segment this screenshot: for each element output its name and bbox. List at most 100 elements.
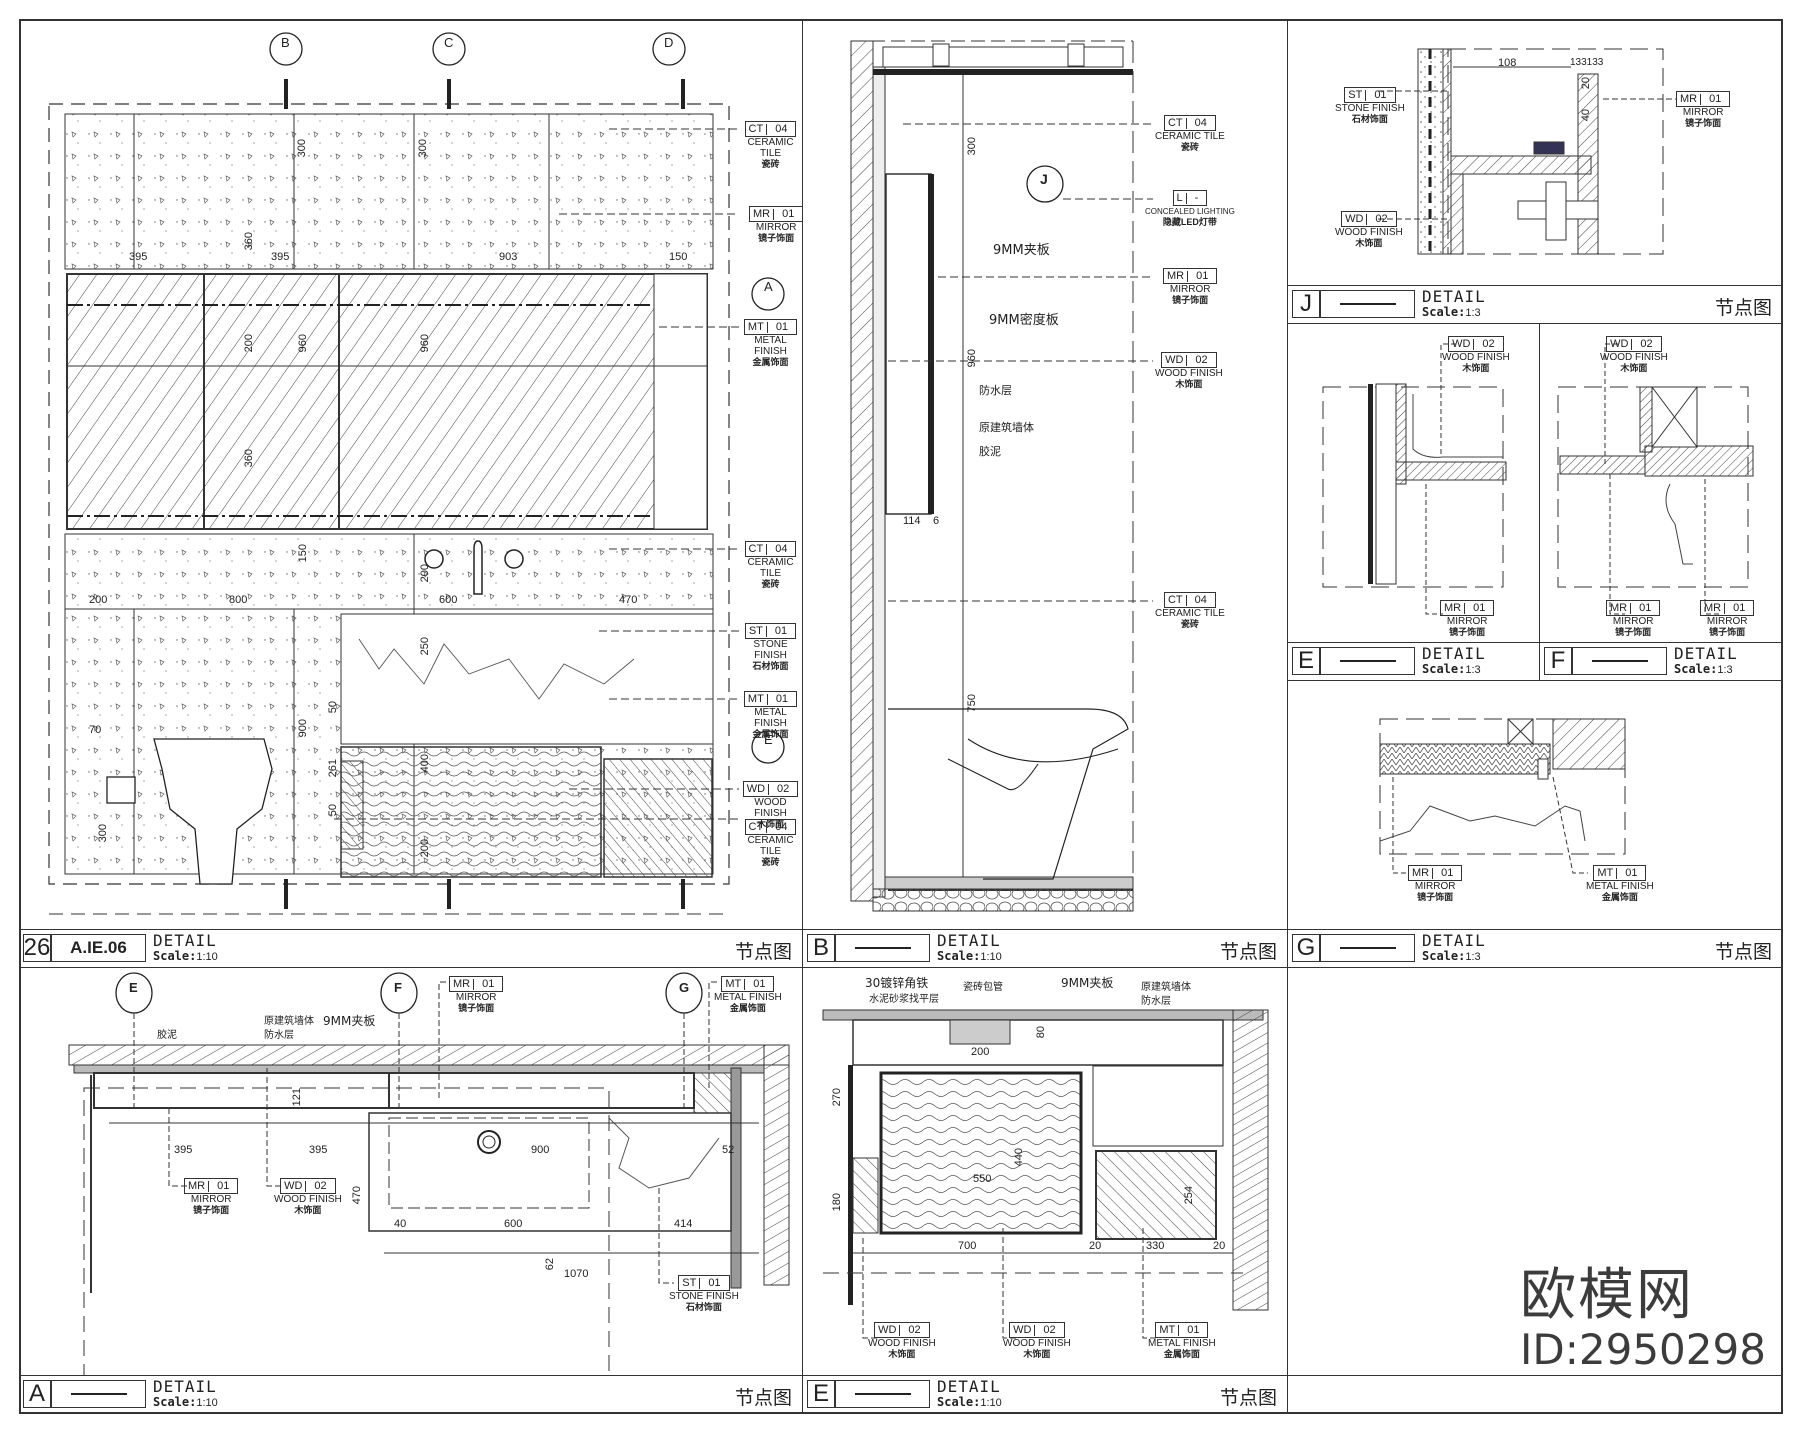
dim: 330 xyxy=(1146,1240,1165,1252)
detail-cn-label: 节点图 xyxy=(1219,941,1277,963)
dim: 133133 xyxy=(1570,57,1604,68)
marker-d-letter: D xyxy=(664,35,674,50)
sheet-reference: A.IE.06 xyxy=(51,934,146,962)
detail-label: DETAIL xyxy=(1674,644,1738,663)
detail-label: DETAIL xyxy=(153,1377,217,1396)
dim: 270 xyxy=(831,1088,843,1107)
dim: 960 xyxy=(966,349,978,368)
annotation: 胶泥 xyxy=(157,1030,177,1041)
scale-label: Scale:1:10 xyxy=(153,949,218,963)
dim: 470 xyxy=(619,594,638,606)
detail-label: DETAIL xyxy=(937,931,1001,950)
scale-label: Scale:1:3 xyxy=(1422,949,1481,963)
sheet-reference xyxy=(1320,647,1415,675)
dim: 150 xyxy=(669,251,688,263)
marker-e-letter: E xyxy=(764,732,773,747)
dim: 114 xyxy=(903,515,921,527)
sheet-reference xyxy=(835,1380,930,1408)
detail-f-drawing xyxy=(1557,343,1754,615)
annotation: 9MM夹板 xyxy=(993,243,1050,258)
dim: 6 xyxy=(933,515,940,527)
scale-label: Scale:1:10 xyxy=(153,1395,218,1409)
dim: 300 xyxy=(296,139,308,158)
dim: 300 xyxy=(966,137,978,156)
annotation: 防水层 xyxy=(264,1030,294,1041)
detail-g-drawing xyxy=(1379,718,1626,874)
detail-id: J xyxy=(1292,290,1320,318)
detail-id: E xyxy=(1292,647,1320,675)
dim: 960 xyxy=(297,334,309,353)
sheet-reference xyxy=(1572,647,1667,675)
detail-cn-label: 节点图 xyxy=(1714,941,1772,963)
detail-e-drawing xyxy=(1322,343,1507,615)
annotation: 原建筑墙体 xyxy=(979,421,1034,434)
marker-g-letter: G xyxy=(679,980,690,995)
dim: 108 xyxy=(1498,57,1517,69)
panel-detail-b: J 300 960 750 114 6 9MM夹板 9MM密度板 防水层 原建筑… xyxy=(803,19,1288,968)
detail-id: B xyxy=(807,934,835,962)
annotation: 9MM夹板 xyxy=(1061,976,1114,990)
detail-id: A xyxy=(23,1380,51,1408)
dim: 1070 xyxy=(564,1268,589,1280)
dim: 20 xyxy=(1089,1240,1102,1252)
title-bar: G DETAIL Scale:1:3 节点图 xyxy=(1288,929,1782,967)
panel-detail-a: E F G 胶泥 原建筑墙体 9MM夹板 防水层 395 395 900 121… xyxy=(19,968,803,1414)
detail-label: DETAIL xyxy=(1422,644,1486,663)
detail-cn-label: 节点图 xyxy=(734,1387,792,1409)
dim: 20 xyxy=(1580,77,1592,90)
section-b-drawing xyxy=(850,40,1153,912)
dim: 600 xyxy=(439,594,458,606)
dim: 360 xyxy=(243,449,255,468)
annotation: 30镀锌角铁 xyxy=(865,976,929,990)
dim: 903 xyxy=(499,251,518,263)
dim: 200 xyxy=(971,1046,990,1058)
scale-label: Scale:1:3 xyxy=(1422,305,1481,319)
detail-id: F xyxy=(1544,647,1572,675)
scale-label: Scale:1:10 xyxy=(937,949,1002,963)
drawing-number: 26 xyxy=(23,934,51,962)
dim: 200 xyxy=(419,564,431,583)
dim: 80 xyxy=(1035,1026,1047,1039)
detail-cn-label: 节点图 xyxy=(734,941,792,963)
detail-label: DETAIL xyxy=(937,1377,1001,1396)
annotation: 胶泥 xyxy=(979,445,1001,458)
annotation: 9MM夹板 xyxy=(323,1014,376,1028)
scale-label: Scale:1:10 xyxy=(937,1395,1002,1409)
dim: 414 xyxy=(674,1218,693,1230)
detail-cn-label: 节点图 xyxy=(1219,1387,1277,1409)
sheet-reference xyxy=(1320,934,1415,962)
dim: 150 xyxy=(297,544,309,563)
marker-f-letter: F xyxy=(394,980,402,995)
dim: 550 xyxy=(973,1173,992,1185)
dim: 200 xyxy=(243,334,255,353)
panel-detail-e-large: 30镀锌角铁 水泥砂浆找平层 瓷砖包管 9MM夹板 原建筑墙体 防水层 200 … xyxy=(803,968,1288,1414)
dim: 250 xyxy=(419,637,431,656)
dim: 50 xyxy=(327,701,339,714)
scale-label: Scale:1:3 xyxy=(1422,662,1481,676)
dim: 261 xyxy=(327,759,339,778)
detail-j-drawing xyxy=(1378,48,1676,255)
dim: 395 xyxy=(309,1144,328,1156)
annotation: 原建筑墙体 xyxy=(1141,982,1191,993)
detail-label: DETAIL xyxy=(1422,931,1486,950)
sheet-reference xyxy=(51,1380,146,1408)
scale-label: Scale:1:3 xyxy=(1674,662,1733,676)
